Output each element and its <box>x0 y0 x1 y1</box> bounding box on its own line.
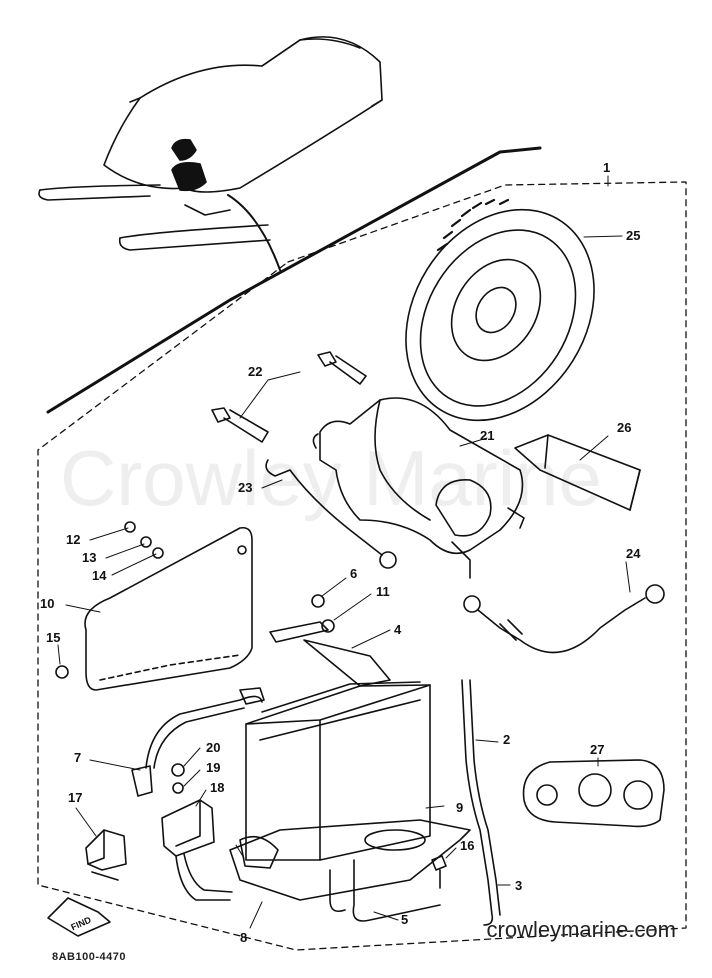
fuse-holder <box>85 829 127 881</box>
vent-tube <box>461 679 494 926</box>
callout-9: 9 <box>456 800 463 815</box>
callout-20: 20 <box>206 740 220 755</box>
callout-22: 22 <box>248 364 262 379</box>
callout-7: 7 <box>74 750 81 765</box>
callout-14: 14 <box>92 568 107 583</box>
callout-25: 25 <box>626 228 640 243</box>
mounting-bolts <box>211 351 367 443</box>
watermark: Crowley Marine <box>60 434 602 522</box>
callout-21: 21 <box>480 428 494 443</box>
callout-24: 24 <box>626 546 641 561</box>
instrument-plate <box>522 759 665 828</box>
battery-box <box>229 819 471 901</box>
battery-bracket <box>303 639 391 687</box>
hardware-fasteners <box>55 521 335 679</box>
battery-cover <box>84 526 253 691</box>
callout-11: 11 <box>376 584 390 599</box>
callout-19: 19 <box>206 760 220 775</box>
site-watermark: crowleymarine.com <box>486 917 677 942</box>
callout-27: 27 <box>590 742 604 757</box>
starter-motor <box>312 397 525 579</box>
callout-leaders <box>57 175 631 929</box>
screw <box>431 855 447 889</box>
hold-down-rod <box>352 859 441 922</box>
find-arrow-icon <box>47 897 111 937</box>
battery-cable <box>463 584 665 654</box>
callout-4: 4 <box>394 622 402 637</box>
callout-23: 23 <box>238 480 252 495</box>
callout-15: 15 <box>46 630 60 645</box>
callout-6: 6 <box>350 566 357 581</box>
callout-1: 1 <box>603 160 610 175</box>
callout-2: 2 <box>503 732 510 747</box>
callout-17: 17 <box>68 790 82 805</box>
callout-18: 18 <box>210 780 224 795</box>
drawing-code: 8AB100-4470 <box>52 951 126 963</box>
callout-16: 16 <box>460 838 474 853</box>
snowmobile-illustration <box>38 36 383 271</box>
callout-5: 5 <box>401 912 408 927</box>
callout-10: 10 <box>40 596 54 611</box>
rubber-block <box>514 434 641 511</box>
battery <box>245 681 431 861</box>
wire-harness <box>131 687 265 797</box>
flywheel-pulley <box>405 198 595 422</box>
callout-13: 13 <box>82 550 96 565</box>
callout-8: 8 <box>240 930 247 945</box>
callout-12: 12 <box>66 532 80 547</box>
assembly-boundary <box>37 181 687 951</box>
callout-3: 3 <box>515 878 522 893</box>
find-arrow-label: FIND <box>69 914 93 932</box>
callout-26: 26 <box>617 420 631 435</box>
starter-lead <box>265 459 383 556</box>
